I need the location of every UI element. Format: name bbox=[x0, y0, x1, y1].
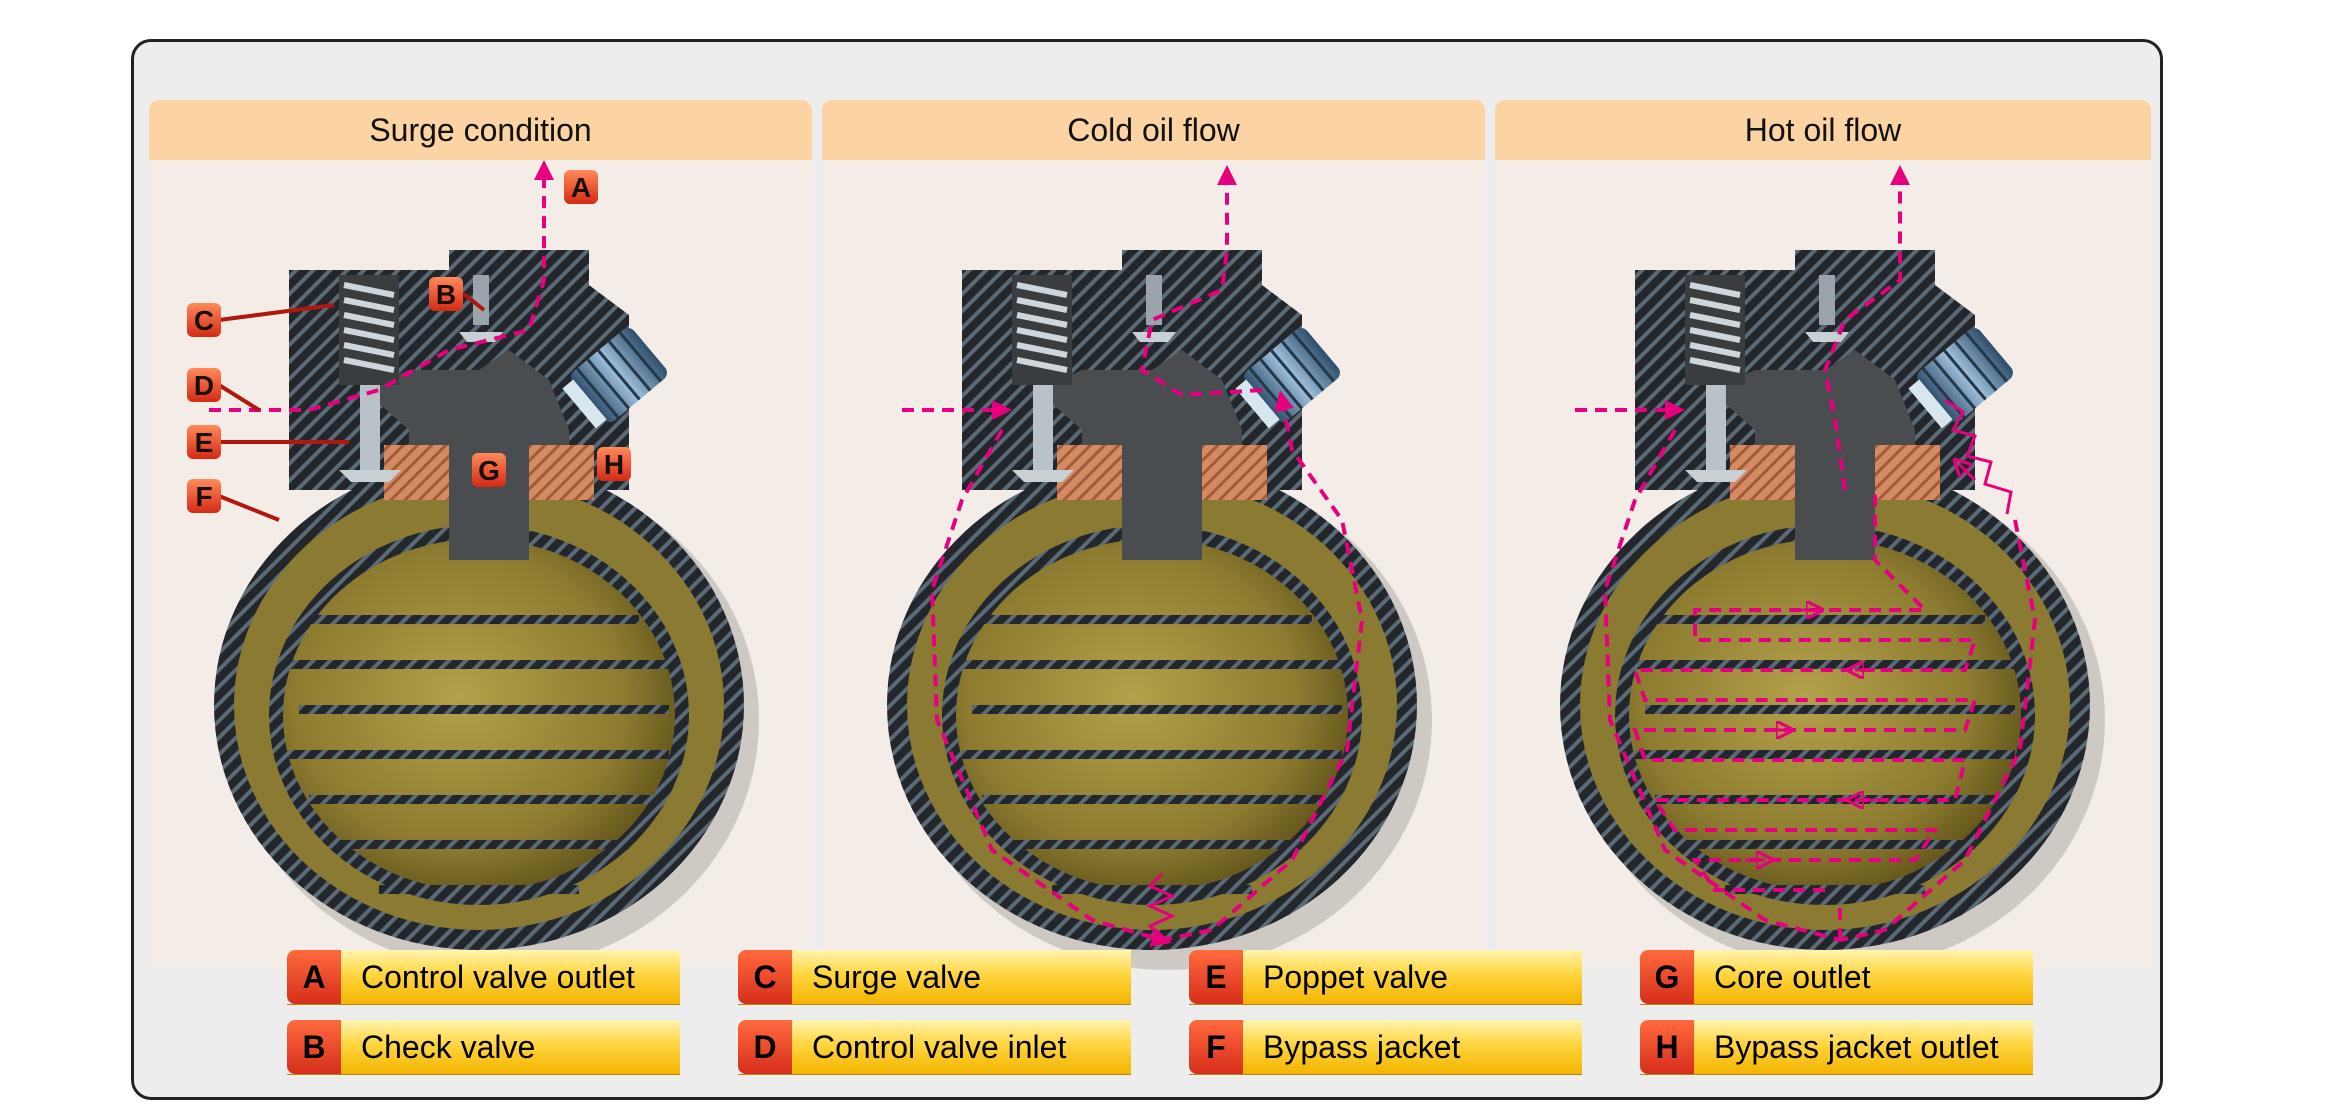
svg-text:C: C bbox=[194, 305, 214, 336]
panel-surge: Surge condition A B C D E F G H bbox=[149, 100, 812, 970]
svg-text:B: B bbox=[436, 279, 456, 310]
hot-cooler-diagram bbox=[1495, 165, 2151, 970]
legend-item-C: C Surge valve bbox=[738, 950, 1131, 1004]
legend-item-A: A Control valve outlet bbox=[287, 950, 680, 1004]
panel-hot: Hot oil flow bbox=[1495, 100, 2151, 970]
svg-text:E: E bbox=[195, 427, 214, 458]
legend-label: Surge valve bbox=[792, 950, 1131, 1004]
legend-item-F: F Bypass jacket bbox=[1189, 1020, 1582, 1074]
legend-item-B: B Check valve bbox=[287, 1020, 680, 1074]
legend-letter: G bbox=[1640, 950, 1694, 1004]
legend-item-D: D Control valve inlet bbox=[738, 1020, 1131, 1074]
svg-text:D: D bbox=[194, 370, 214, 401]
legend-item-G: G Core outlet bbox=[1640, 950, 2033, 1004]
legend-label: Poppet valve bbox=[1243, 950, 1582, 1004]
surge-cooler-diagram: A B C D E F G H bbox=[187, 160, 812, 970]
callout-H: H bbox=[597, 447, 631, 481]
figure-frame: Surge condition A B C D E F G H Cold oil bbox=[131, 39, 2163, 1100]
legend-letter: C bbox=[738, 950, 792, 1004]
legend-label: Control valve outlet bbox=[341, 950, 680, 1004]
legend-item-E: E Poppet valve bbox=[1189, 950, 1582, 1004]
svg-text:H: H bbox=[604, 449, 624, 480]
cold-bypass-zigzag bbox=[1146, 872, 1176, 941]
callout-B: B bbox=[429, 277, 463, 311]
legend-item-H: H Bypass jacket outlet bbox=[1640, 1020, 2033, 1074]
callout-C: C bbox=[187, 303, 221, 337]
callout-E: E bbox=[187, 425, 221, 459]
cold-cooler-diagram bbox=[822, 165, 1485, 970]
legend-letter: H bbox=[1640, 1020, 1694, 1074]
legend-label: Bypass jacket outlet bbox=[1694, 1020, 2033, 1074]
legend-label: Control valve inlet bbox=[792, 1020, 1131, 1074]
callout-F: F bbox=[187, 479, 221, 513]
panel-title: Cold oil flow bbox=[822, 100, 1485, 160]
surge-flow-path bbox=[209, 160, 554, 412]
legend-label: Core outlet bbox=[1694, 950, 2033, 1004]
legend-letter: F bbox=[1189, 1020, 1243, 1074]
legend-letter: A bbox=[287, 950, 341, 1004]
hot-jacket-zigzag bbox=[1944, 398, 2013, 515]
legend-letter: B bbox=[287, 1020, 341, 1074]
hot-direction-markers bbox=[1745, 465, 1977, 860]
svg-text:F: F bbox=[195, 481, 212, 512]
legend-label: Check valve bbox=[341, 1020, 680, 1074]
svg-text:G: G bbox=[478, 455, 500, 486]
callout-D: D bbox=[187, 368, 221, 402]
panel-title: Surge condition bbox=[149, 100, 812, 160]
callout-G: G bbox=[472, 453, 506, 487]
cold-flow-paths bbox=[902, 165, 1365, 947]
hot-flow-paths bbox=[1575, 165, 2038, 942]
svg-text:A: A bbox=[571, 172, 591, 203]
legend-label: Bypass jacket bbox=[1243, 1020, 1582, 1074]
panel-cold: Cold oil flow bbox=[822, 100, 1485, 970]
panel-title: Hot oil flow bbox=[1495, 100, 2151, 160]
callout-A: A bbox=[564, 170, 598, 204]
legend-letter: D bbox=[738, 1020, 792, 1074]
legend-letter: E bbox=[1189, 950, 1243, 1004]
